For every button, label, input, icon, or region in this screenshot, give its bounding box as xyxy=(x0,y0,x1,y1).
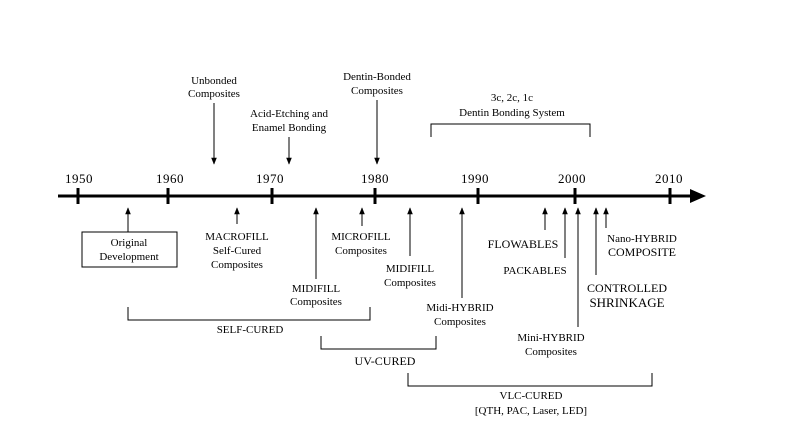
event-packables-label: PACKABLES xyxy=(503,265,566,277)
event-macrofill-line1: MACROFILL xyxy=(205,231,269,243)
event-original-line1: Original xyxy=(111,237,148,249)
year-label-1970: 1970 xyxy=(256,171,284,186)
vlc-cured-label: VLC-CURED xyxy=(500,390,563,402)
year-label-1960: 1960 xyxy=(156,171,184,186)
event-nano-hybrid-line2: COMPOSITE xyxy=(608,245,676,259)
year-label-2010: 2010 xyxy=(655,171,683,186)
event-nano-hybrid-line1: Nano-HYBRID xyxy=(607,233,677,245)
year-label-1990: 1990 xyxy=(461,171,489,186)
dentin-bonding-system-bracket xyxy=(430,123,591,137)
event-midifill-2-line1: MIDIFILL xyxy=(386,263,435,275)
event-flowables-label: FLOWABLES xyxy=(488,237,559,251)
event-midifill-1-line1: MIDIFILL xyxy=(292,283,341,295)
event-dentin-bonded-line1: Dentin-Bonded xyxy=(343,71,411,83)
vlc-cured-sources: [QTH, PAC, Laser, LED] xyxy=(475,405,587,417)
vlc-cured-bracket xyxy=(407,373,653,387)
uv-cured-label: UV-CURED xyxy=(355,354,416,368)
event-unbonded-line2: Composites xyxy=(188,88,240,100)
event-acid-etching-line1: Acid-Etching and xyxy=(250,108,328,120)
dentin-bonding-generations: 3c, 2c, 1c xyxy=(491,92,533,104)
event-original-box xyxy=(81,231,178,268)
event-acid-etching-line2: Enamel Bonding xyxy=(252,122,327,134)
event-original-line2: Development xyxy=(99,251,158,263)
event-controlled-shrinkage-line1: CONTROLLED xyxy=(587,281,667,295)
event-unbonded-line1: Unbonded xyxy=(191,75,237,87)
year-label-1980: 1980 xyxy=(361,171,389,186)
event-dentin-bonded-line2: Composites xyxy=(351,85,403,97)
event-midi-hybrid-line1: Midi-HYBRID xyxy=(426,302,493,314)
year-label-2000: 2000 xyxy=(558,171,586,186)
event-macrofill-line2: Self-Cured xyxy=(213,245,262,257)
event-controlled-shrinkage-line2: SHRINKAGE xyxy=(589,295,664,310)
uv-cured-bracket xyxy=(320,336,437,350)
event-microfill-line2: Composites xyxy=(335,245,387,257)
event-midifill-1-line2: Composites xyxy=(290,296,342,308)
self-cured-bracket xyxy=(127,307,371,321)
timeline-axis-arrowhead xyxy=(690,189,706,203)
self-cured-label: SELF-CURED xyxy=(217,324,284,336)
event-microfill-line1: MICROFILL xyxy=(331,231,391,243)
event-midifill-2-line2: Composites xyxy=(384,277,436,289)
event-macrofill-line3: Composites xyxy=(211,259,263,271)
dentin-bonding-system-label: Dentin Bonding System xyxy=(459,107,565,119)
year-label-1950: 1950 xyxy=(65,171,93,186)
event-mini-hybrid-line1: Mini-HYBRID xyxy=(517,332,584,344)
event-mini-hybrid-line2: Composites xyxy=(525,346,577,358)
event-midi-hybrid-line2: Composites xyxy=(434,316,486,328)
